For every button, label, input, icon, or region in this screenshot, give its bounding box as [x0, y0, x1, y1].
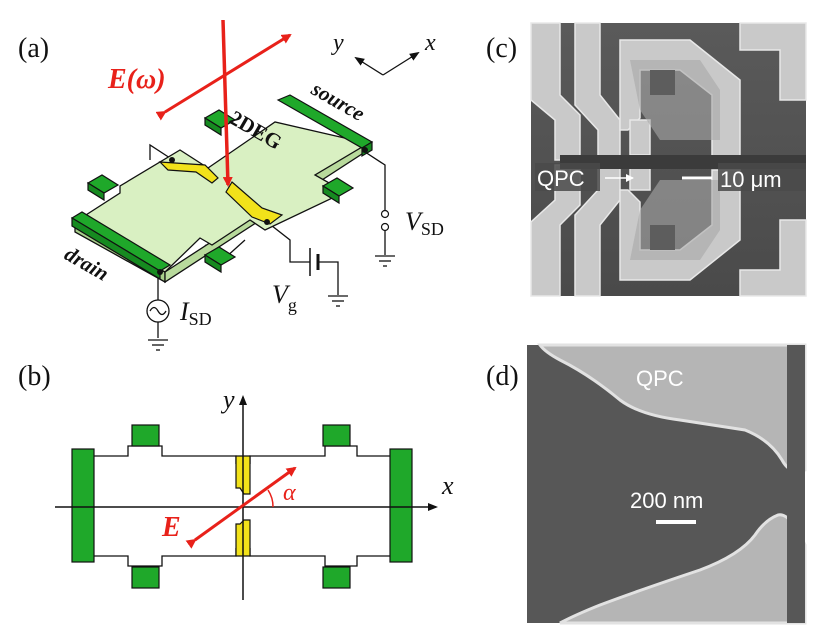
axis-x-label-b: x — [441, 471, 454, 500]
vsd-terminal-bottom — [380, 222, 390, 232]
vsd-label: VSD — [405, 207, 444, 239]
field-label-b: E — [161, 512, 181, 543]
axis-y-label-b: y — [220, 385, 235, 414]
isd-label: ISD — [179, 297, 212, 329]
qpc-label-c: QPC — [537, 166, 585, 191]
field-label-a: E(ω) — [107, 64, 166, 95]
panel-b-label: (b) — [18, 361, 51, 392]
panel-d: (d) QPC 200 nm — [486, 343, 807, 625]
field-arrow-b — [185, 466, 297, 549]
gate-voltage-source — [309, 248, 320, 276]
angle-label: α — [283, 480, 296, 506]
contacts-b — [71, 424, 413, 589]
sem-image-d — [527, 343, 807, 625]
ac-current-source — [146, 299, 170, 323]
axis-y-label-a: y — [331, 30, 344, 56]
angle-arc — [267, 489, 274, 508]
sem-image-c — [530, 22, 807, 297]
vg-label: Vg — [272, 280, 297, 315]
panel-d-label: (d) — [486, 361, 519, 392]
scale-label-c: 10 μm — [720, 167, 782, 192]
ground-symbol — [148, 255, 395, 351]
panel-c: (c) QPC — [486, 22, 807, 297]
scale-label-d: 200 nm — [630, 488, 703, 513]
panel-b: (b) x y α E — [18, 361, 454, 600]
panel-c-label: (c) — [486, 33, 517, 64]
vsd-terminal-top — [380, 209, 390, 219]
qpc-gates — [158, 161, 284, 225]
axis-x-label-a: x — [424, 30, 436, 56]
qpc-label-d: QPC — [636, 366, 684, 391]
panel-a: (a) — [18, 19, 444, 351]
field-polarization-arrow — [155, 33, 292, 121]
axes-indicator — [354, 51, 420, 76]
circuit-wires — [149, 143, 386, 338]
panel-a-label: (a) — [18, 33, 49, 64]
